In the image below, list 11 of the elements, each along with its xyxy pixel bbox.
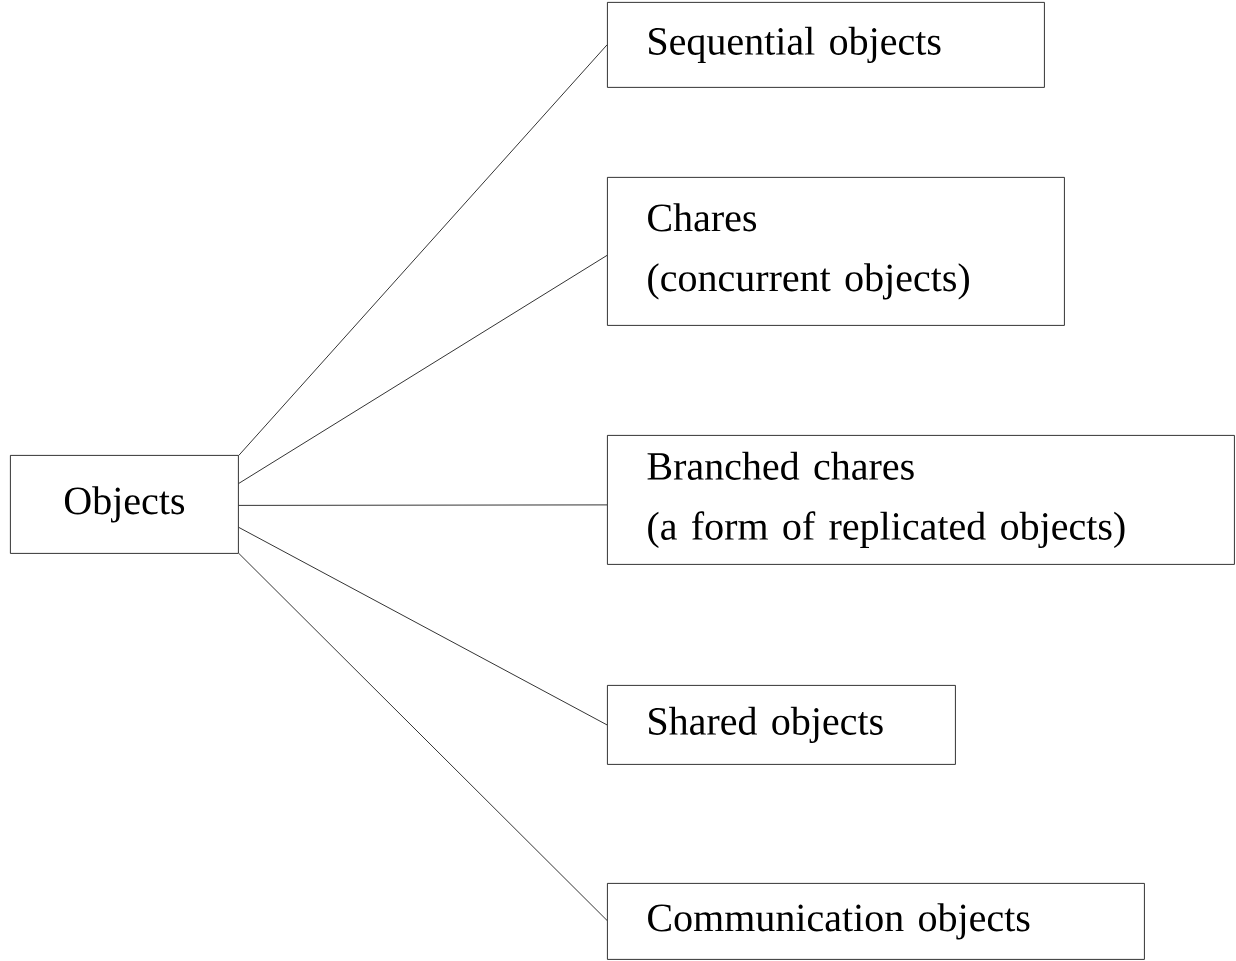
- connector-line: [238, 44, 608, 456]
- connector-line: [238, 504, 608, 506]
- category-box: Branched chares (a form of replicated objects): [607, 435, 1235, 565]
- root-box: Objects: [10, 455, 239, 554]
- category-box: Shared objects: [607, 685, 956, 765]
- connector-line: [238, 527, 608, 726]
- category-box: Communication objects: [607, 883, 1145, 960]
- connector-line: [238, 553, 608, 921]
- category-box: Chares (concurrent objects): [607, 177, 1065, 326]
- category-box: Sequential objects: [607, 2, 1045, 88]
- connector-line: [238, 255, 608, 484]
